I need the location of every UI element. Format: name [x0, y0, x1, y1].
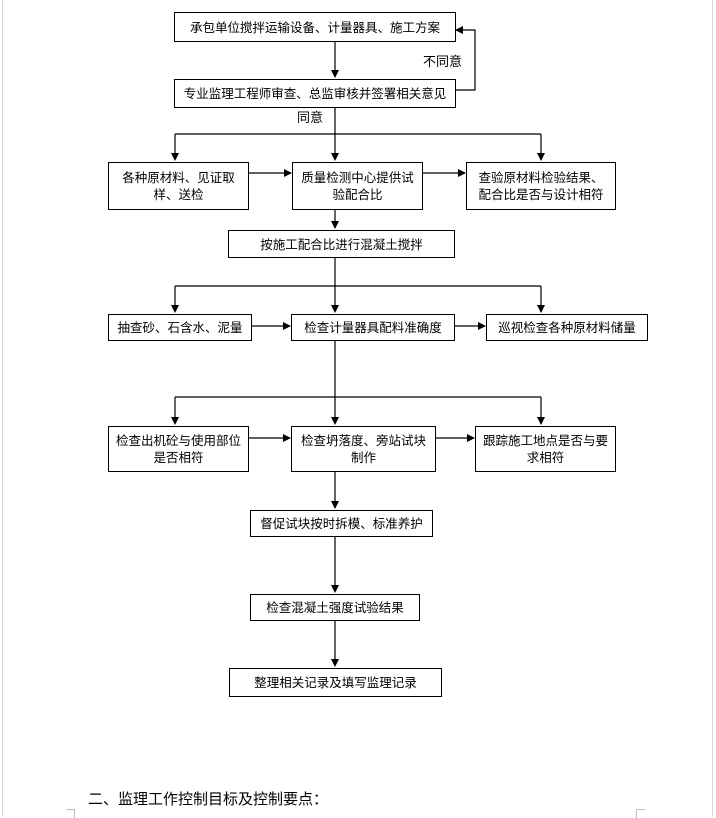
node-material-sampling: 各种原材料、见证取样、送检 — [108, 162, 249, 210]
node-records-filing: 整理相关记录及填写监理记录 — [229, 668, 442, 697]
node-verify-material-results: 查验原材料检验结果、配合比是否与设计相符 — [466, 162, 616, 210]
page-left-edge — [2, 0, 3, 817]
node-track-site-location: 跟踪施工地点是否与要求相符 — [475, 426, 616, 472]
arrow-disagree-loop — [455, 26, 476, 91]
node-strength-test-results: 检查混凝土强度试验结果 — [250, 594, 420, 621]
node-mix-ratio-center: 质量检测中心提供试验配合比 — [292, 162, 423, 210]
node-check-concrete-use: 检查出机砼与使用部位是否相符 — [108, 426, 249, 472]
page-right-edge — [712, 0, 713, 817]
section-heading: 二、监理工作控制目标及控制要点： — [88, 790, 329, 808]
node-engineer-review: 专业监理工程师审查、总监审核并签署相关意见 — [174, 79, 456, 108]
crop-mark-left — [66, 809, 75, 818]
node-specimen-curing: 督促试块按时拆模、标准养护 — [250, 510, 433, 537]
crop-mark-right — [636, 809, 645, 818]
node-check-slump-specimens: 检查坍落度、旁站试块制作 — [291, 426, 436, 472]
label-agree: 同意 — [297, 111, 324, 126]
label-disagree: 不同意 — [423, 55, 463, 70]
node-check-sand-stone: 抽查砂、石含水、泥量 — [108, 314, 252, 341]
node-patrol-material-stock: 巡视检查各种原材料储量 — [486, 314, 648, 341]
node-check-batching-accuracy: 检查计量器具配料准确度 — [291, 314, 455, 341]
node-contractor-submission: 承包单位搅拌运输设备、计量器具、施工方案 — [174, 12, 456, 42]
node-concrete-mixing: 按施工配合比进行混凝土搅拌 — [228, 230, 455, 258]
